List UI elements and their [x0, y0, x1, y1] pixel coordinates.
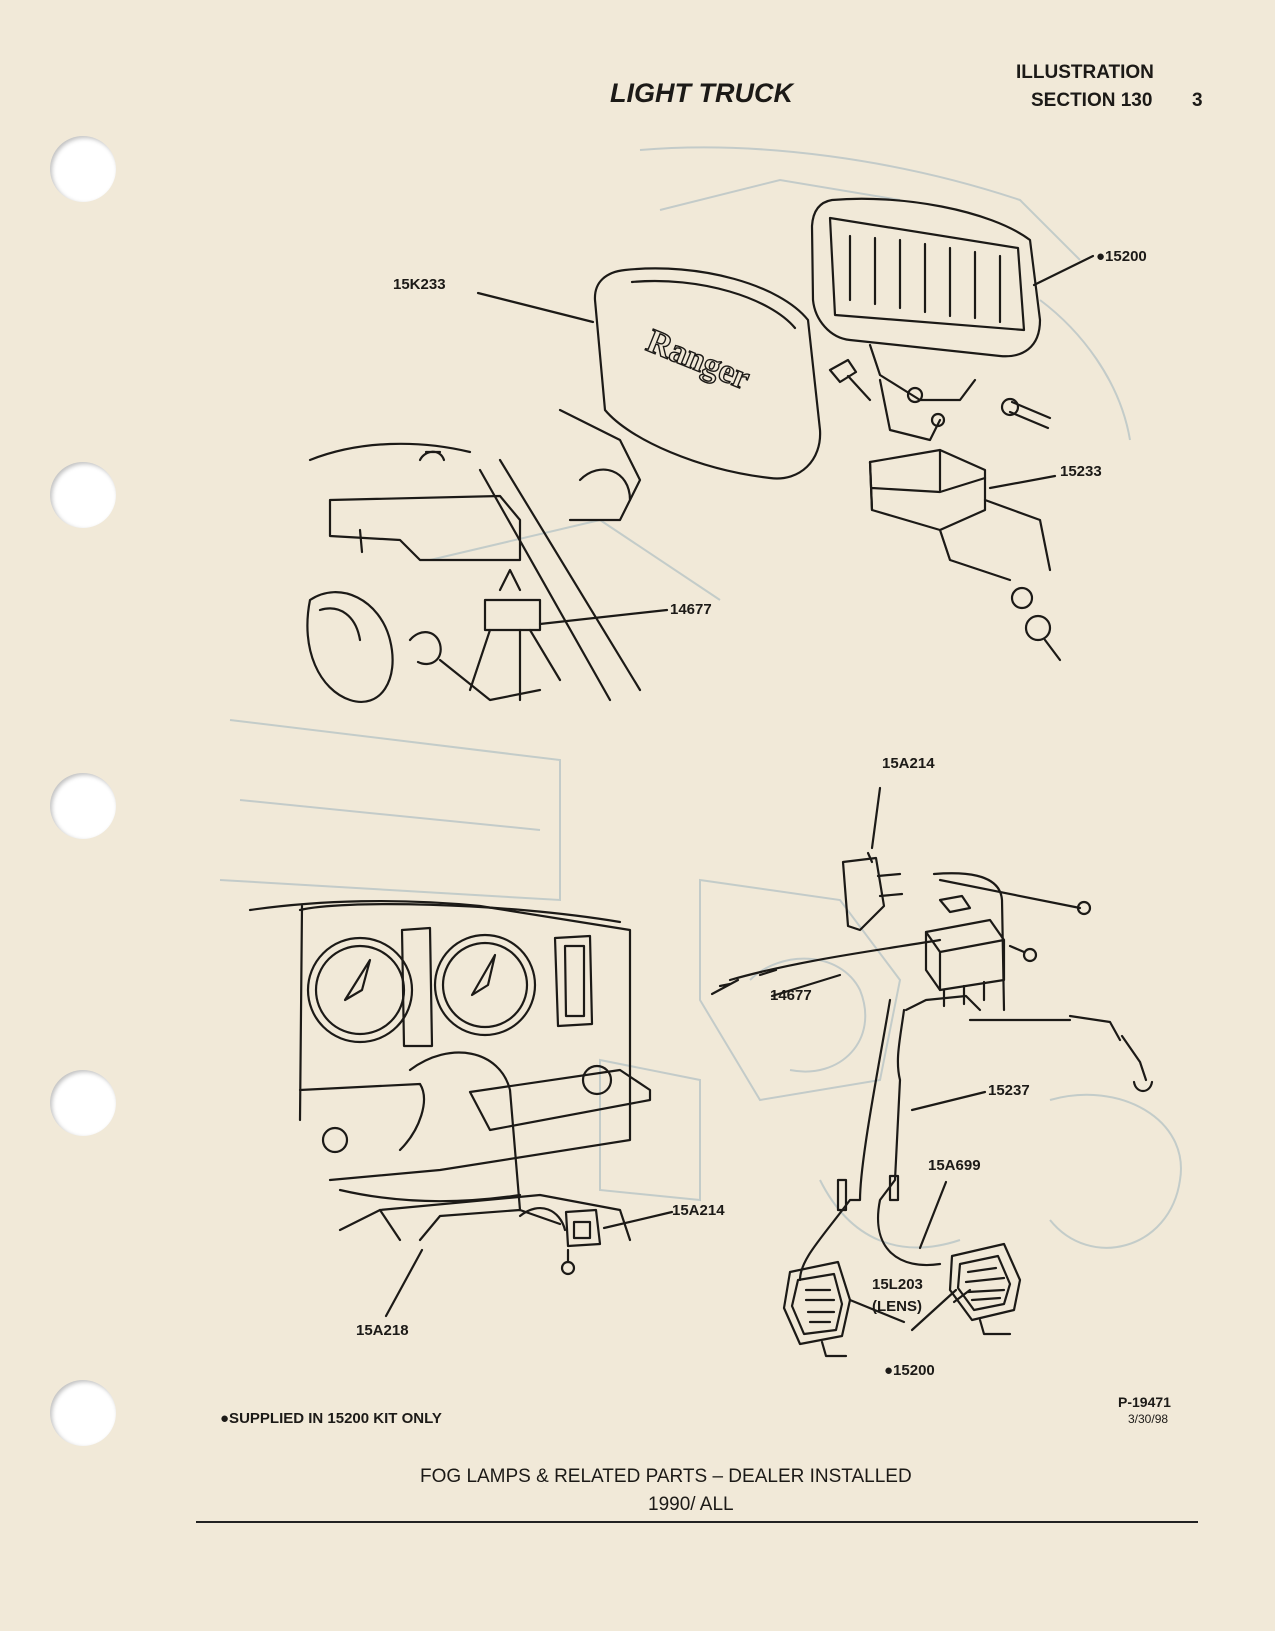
callout-15a699: 15A699 [928, 1157, 981, 1174]
callout-15k233: 15K233 [393, 276, 446, 293]
leader-line [870, 786, 882, 850]
callout-15l203: 15L203 [872, 1276, 923, 1293]
nut [1010, 586, 1062, 662]
kit-footnote: ●SUPPLIED IN 15200 KIT ONLY [220, 1410, 442, 1427]
leader-line [384, 1248, 424, 1318]
caption-year: 1990/ ALL [648, 1494, 734, 1515]
under-hood-view [306, 408, 642, 703]
binder-hole [50, 1380, 116, 1446]
relay [924, 918, 1006, 992]
callout-14677-mid: 14677 [770, 987, 812, 1004]
ranger-badge: Ranger [641, 323, 755, 398]
leader-line [770, 973, 842, 998]
leader-line [1032, 254, 1095, 287]
fog-lamp-switch [841, 856, 886, 932]
leader-line [918, 1180, 948, 1250]
caption-title: FOG LAMPS & RELATED PARTS – DEALER INSTA… [420, 1466, 912, 1487]
binder-hole [50, 773, 116, 839]
plate-number: P-19471 [1118, 1394, 1171, 1410]
callout-lens: (LENS) [872, 1298, 922, 1315]
callout-15237: 15237 [988, 1082, 1030, 1099]
leader-line [910, 1288, 958, 1332]
callout-15200-low: ●15200 [884, 1362, 935, 1379]
callout-15a218: 15A218 [356, 1322, 409, 1339]
leader-line [602, 1210, 674, 1230]
illustration-label: ILLUSTRATION [1016, 62, 1154, 83]
wiring-harness [710, 786, 1154, 1358]
bleed-through-artwork [219, 146, 1182, 1249]
callout-15a214-top: 15A214 [882, 755, 935, 772]
callout-14677-top: 14677 [670, 601, 712, 618]
binder-hole [50, 136, 116, 202]
leader-line [538, 608, 669, 626]
fog-lamp-right [948, 1242, 1022, 1336]
fog-lamp-left [782, 1260, 852, 1358]
footer-rule [196, 1521, 1198, 1523]
mounting-bracket [868, 448, 1052, 582]
fog-lamp-assembly [810, 197, 1042, 442]
tachometer-gauge [433, 933, 537, 1037]
fog-lamp-cover [593, 267, 822, 480]
mounting-bolt [828, 358, 1052, 430]
leader-line [952, 1288, 972, 1304]
leader-line [988, 474, 1057, 490]
binder-hole [50, 1070, 116, 1136]
instrument-panel [248, 899, 674, 1318]
callout-15233: 15233 [1060, 463, 1102, 480]
leader-line [848, 1298, 906, 1324]
leader-line [910, 1090, 987, 1112]
callout-15a214-low: 15A214 [672, 1202, 725, 1219]
leader-line [476, 291, 595, 324]
callout-15200-top: ●15200 [1096, 248, 1147, 265]
speedometer-gauge [306, 936, 414, 1044]
page-number: 3 [1192, 90, 1203, 111]
plate-date: 3/30/98 [1128, 1412, 1169, 1426]
section-label: SECTION 130 [1031, 90, 1153, 111]
binder-hole [50, 462, 116, 528]
page-title: LIGHT TRUCK [610, 78, 793, 108]
